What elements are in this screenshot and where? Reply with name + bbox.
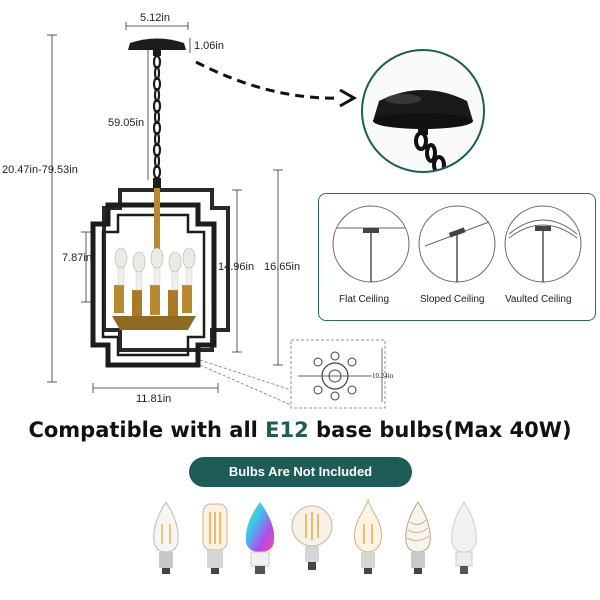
- bulbs-not-included-badge: Bulbs Are Not Included: [189, 457, 412, 487]
- candle-height-label: 7.87in: [62, 252, 92, 264]
- compatibility-headline: Compatible with all E12 base bulbs(Max 4…: [0, 418, 600, 442]
- frame-height-label: 14.96in: [218, 261, 255, 273]
- globe-filament-bulb-icon: [291, 505, 333, 570]
- twisted-candle-bulb-icon: [405, 501, 431, 574]
- headline-post: base bulbs(Max 40W): [308, 418, 572, 442]
- headline-pre: Compatible with all: [28, 418, 266, 442]
- vaulted-ceiling-label: Vaulted Ceiling: [505, 294, 572, 305]
- top-view-diameter-label: 10.24in: [372, 372, 394, 380]
- body-height-label: 16.65in: [264, 261, 301, 273]
- frosted-candle-bulb-icon: [451, 501, 477, 574]
- candle-filament-bulb-icon: [153, 501, 179, 574]
- sloped-ceiling-label: Sloped Ceiling: [420, 294, 485, 305]
- flame-tip-filament-bulb-icon: [353, 498, 383, 574]
- canopy-width-label: 5.12in: [140, 12, 170, 24]
- flat-ceiling-label: Flat Ceiling: [339, 294, 390, 305]
- tubular-filament-bulb-icon: [202, 503, 228, 574]
- width-label: 11.81in: [136, 393, 172, 405]
- overall-height-label: 20.47in-79.53in: [2, 164, 78, 176]
- rgb-smart-bulb-icon: [245, 502, 275, 574]
- canopy-closeup: [361, 49, 485, 173]
- chain-length-label: 59.05in: [108, 117, 145, 129]
- canopy-height-label: 1.06in: [194, 40, 224, 52]
- headline-base-type: E12: [265, 418, 309, 442]
- ceiling-types-panel: Flat Ceiling Sloped Ceiling Vaulted Ceil…: [318, 193, 596, 321]
